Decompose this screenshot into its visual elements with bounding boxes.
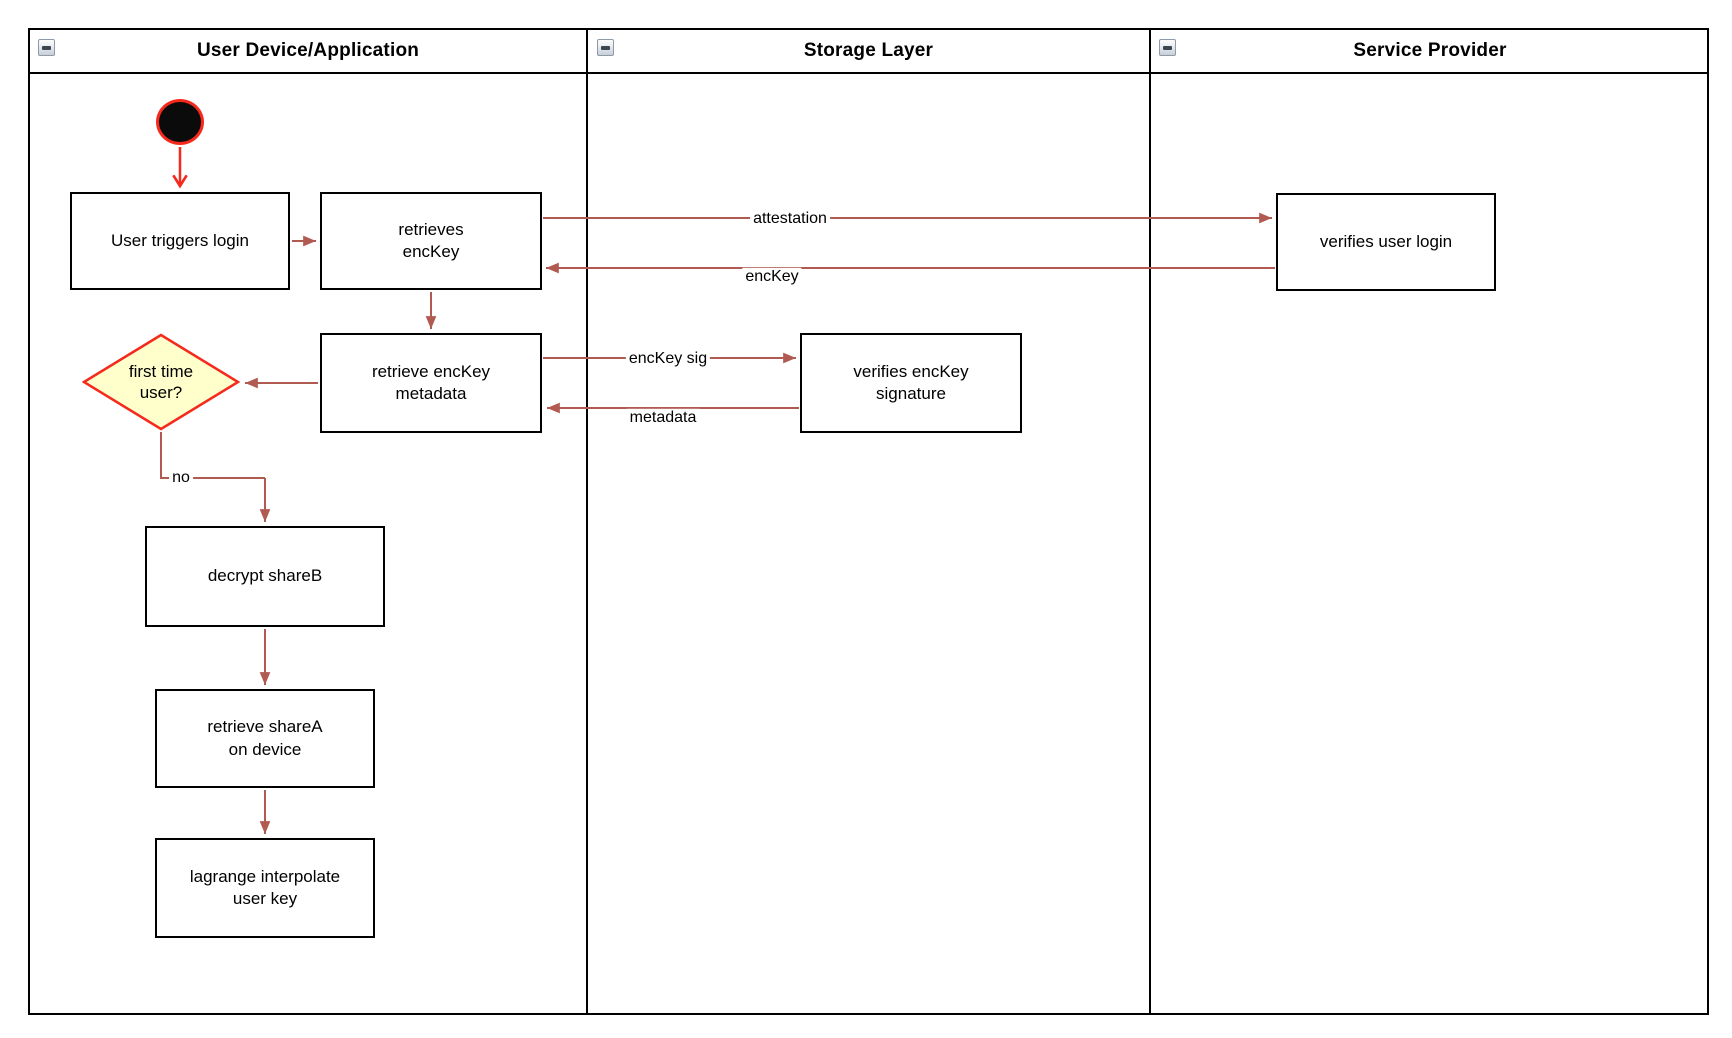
node-retrieve-enckey-metadata[interactable]: retrieve encKey metadata: [320, 333, 542, 433]
lane-header-service-provider[interactable]: Service Provider: [1151, 30, 1709, 72]
lane-title: Service Provider: [1353, 40, 1507, 61]
edge-label-enckey-sig[interactable]: encKey sig: [625, 349, 711, 369]
collapse-minus-icon[interactable]: [597, 39, 614, 56]
node-verifies-user-login[interactable]: verifies user login: [1276, 193, 1496, 291]
node-label: retrieves encKey: [398, 219, 464, 261]
edge-label-metadata[interactable]: metadata: [626, 408, 700, 428]
minus-glyph: [601, 45, 610, 50]
lane-title: Storage Layer: [803, 40, 934, 61]
node-label: verifies encKey signature: [853, 361, 969, 403]
node-user-triggers-login[interactable]: User triggers login: [70, 192, 290, 290]
minus-glyph: [42, 45, 51, 50]
node-label: lagrange interpolate user key: [189, 866, 341, 908]
node-label: decrypt shareB: [207, 566, 323, 586]
edge-label-no[interactable]: no: [169, 468, 193, 488]
node-verifies-enckey-signature[interactable]: verifies encKey signature: [800, 333, 1022, 433]
node-label: retrieve shareA on device: [207, 717, 323, 759]
edge-label-enckey[interactable]: encKey: [742, 267, 802, 287]
collapse-minus-icon[interactable]: [38, 39, 55, 56]
node-label: verifies user login: [1319, 231, 1453, 251]
initial-node[interactable]: [156, 99, 204, 145]
swimlane-frame: [28, 28, 1709, 1015]
decision-diamond-shape: [82, 333, 240, 431]
lane-header-storage-layer[interactable]: Storage Layer: [588, 30, 1149, 72]
edge-label-attestation[interactable]: attestation: [750, 209, 830, 229]
node-label: first time user?: [128, 361, 194, 402]
lane-divider-1: [586, 28, 588, 1015]
lane-title: User Device/Application: [196, 40, 420, 61]
decision-first-time-user[interactable]: first time user?: [82, 333, 240, 431]
node-retrieve-sharea[interactable]: retrieve shareA on device: [155, 689, 375, 788]
header-separator: [28, 72, 1709, 74]
node-retrieves-enckey[interactable]: retrieves encKey: [320, 192, 542, 290]
minus-glyph: [1163, 45, 1172, 50]
node-lagrange-interpolate[interactable]: lagrange interpolate user key: [155, 838, 375, 938]
lane-header-user-device[interactable]: User Device/Application: [30, 30, 586, 72]
node-decrypt-shareb[interactable]: decrypt shareB: [145, 526, 385, 627]
collapse-minus-icon[interactable]: [1159, 39, 1176, 56]
node-label: User triggers login: [111, 230, 249, 250]
lane-divider-2: [1149, 28, 1151, 1015]
node-label: retrieve encKey metadata: [371, 361, 491, 403]
